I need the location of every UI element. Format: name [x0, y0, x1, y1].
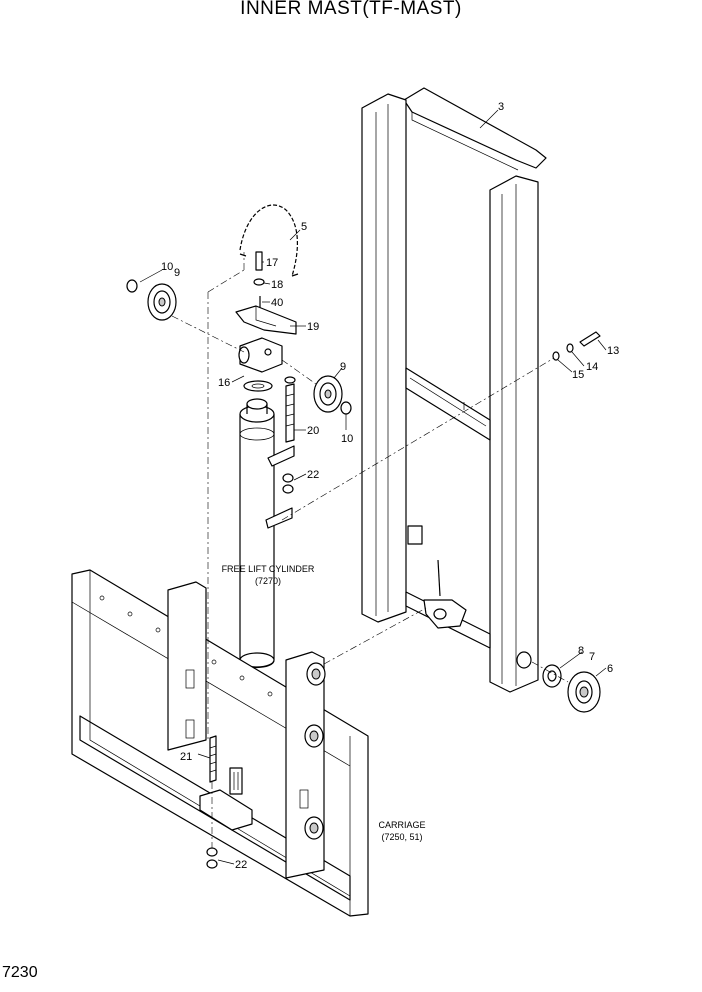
callout-20: 20 [307, 425, 319, 437]
cylinder-caption-line2: (7270) [255, 576, 281, 586]
callout-21: 21 [180, 751, 192, 763]
callout-19: 19 [307, 321, 319, 333]
callout-3: 3 [498, 101, 504, 113]
callout-17: 17 [266, 257, 278, 269]
callout-5: 5 [301, 221, 307, 233]
callout-leaders [139, 109, 607, 865]
carriage [71, 569, 369, 917]
callout-22-lower: 22 [235, 859, 247, 871]
chain-bracket [235, 305, 297, 335]
page-title: INNER MAST(TF-MAST) [240, 0, 462, 19]
callout-14: 14 [586, 361, 598, 373]
anchor-bolt-group [253, 251, 265, 308]
callout-6: 6 [607, 663, 613, 675]
callout-22-upper: 22 [307, 469, 319, 481]
inner-mast [361, 87, 547, 693]
roller-right [313, 375, 352, 415]
anchor-bolt-lower [206, 735, 218, 869]
callout-10-right: 10 [341, 433, 353, 445]
captions: FREE LIFT CYLINDER (7270) CARRIAGE (7250… [222, 564, 426, 842]
callout-numbers: 3 5 10 9 17 18 40 19 9 16 20 10 22 21 22… [161, 101, 619, 871]
roller-left [126, 279, 177, 321]
callout-18: 18 [271, 279, 283, 291]
bolt-washers [552, 331, 601, 361]
cylinder-caption-line1: FREE LIFT CYLINDER [222, 564, 315, 574]
free-lift-cylinder [239, 398, 295, 669]
callout-13: 13 [607, 345, 619, 357]
nuts-upper [282, 473, 294, 494]
callout-16: 16 [218, 377, 230, 389]
assembly-lines [171, 252, 569, 848]
roller-set-lower [516, 651, 601, 713]
carriage-caption-line1: CARRIAGE [378, 820, 425, 830]
carriage-caption-line2: (7250, 51) [381, 832, 422, 842]
callout-9-right: 9 [340, 361, 346, 373]
callout-9-left: 9 [174, 267, 180, 279]
callout-7: 7 [589, 651, 595, 663]
lift-chain [239, 204, 299, 277]
callout-8: 8 [578, 645, 584, 657]
page-code: 7230 [2, 964, 38, 981]
callout-10-left: 10 [161, 261, 173, 273]
cylinder-head-block [238, 337, 283, 392]
callout-40: 40 [271, 297, 283, 309]
hose-fitting [284, 376, 296, 443]
callout-15: 15 [572, 369, 584, 381]
